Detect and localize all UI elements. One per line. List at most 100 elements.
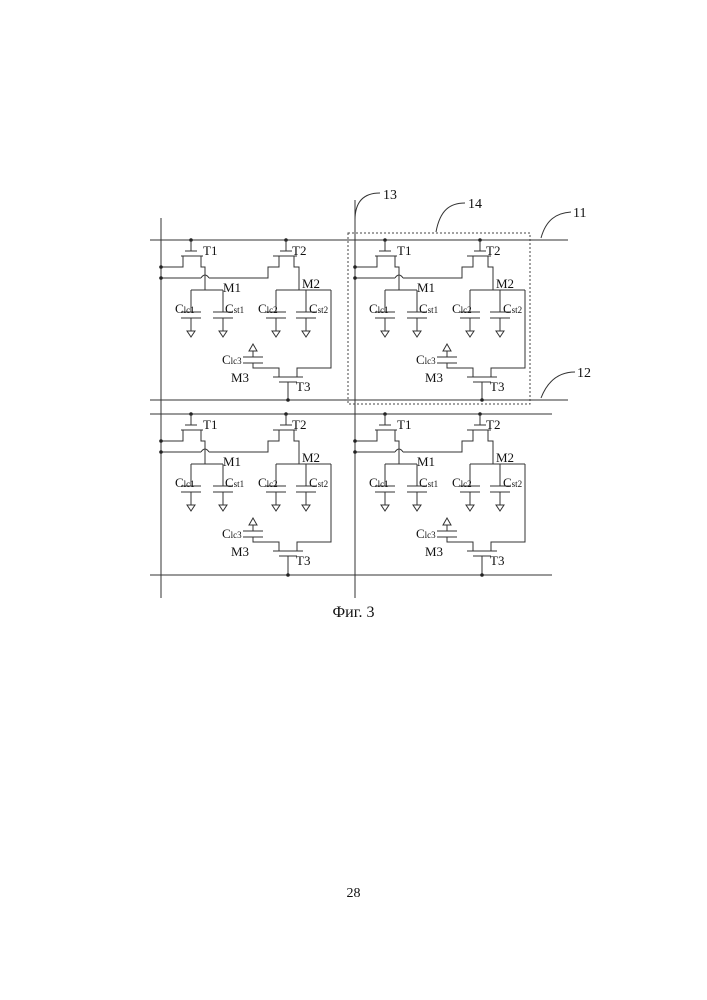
- m2-label: M2: [496, 450, 514, 465]
- t2-label: T2: [486, 417, 500, 432]
- ground-icon: [381, 331, 389, 337]
- leader-12: [541, 372, 575, 398]
- wire: [488, 430, 493, 464]
- leader-13: [355, 193, 380, 220]
- ground-icon: [381, 505, 389, 511]
- ground-icon: [443, 518, 451, 525]
- ground-icon: [272, 331, 280, 337]
- wire: [355, 256, 377, 267]
- wire: [294, 430, 299, 464]
- m2-label: M2: [302, 276, 320, 291]
- cst1-label: Cst1: [225, 301, 244, 316]
- t3-label: T3: [490, 379, 504, 394]
- pixel-cell: T1T2M1Clc1Cst1M2Clc2Cst2Clc3M3T3: [353, 412, 525, 577]
- clc2-label: Clc2: [452, 301, 472, 316]
- ground-icon: [187, 331, 195, 337]
- leader-11: [541, 212, 571, 238]
- ref-label-13: 13: [383, 188, 397, 203]
- cst1-label: Cst1: [225, 475, 244, 490]
- clc3-label: Clc3: [416, 352, 436, 367]
- m1-label: M1: [417, 280, 435, 295]
- clc3-label: Clc3: [222, 526, 242, 541]
- junction-dot: [159, 276, 163, 280]
- pixel-cell: T1T2M1Clc1Cst1M2Clc2Cst2Clc3M3T3: [353, 238, 525, 402]
- figure-caption: Фиг. 3: [0, 604, 707, 622]
- cst2-label: Cst2: [309, 301, 328, 316]
- m3-label: M3: [231, 544, 249, 559]
- clc2-label: Clc2: [258, 301, 278, 316]
- t3-label: T3: [490, 553, 504, 568]
- wire: [253, 363, 279, 377]
- leader-14: [436, 203, 465, 232]
- wire: [209, 430, 279, 452]
- clc2-label: Clc2: [258, 475, 278, 490]
- wire: [447, 363, 473, 377]
- wire: [355, 430, 377, 441]
- wire: [209, 256, 279, 278]
- clc1-label: Clc1: [175, 301, 195, 316]
- wire: [201, 430, 205, 451]
- junction-dot: [353, 265, 357, 269]
- wire: [395, 256, 399, 277]
- clc1-label: Clc1: [369, 475, 389, 490]
- grid-lines: [150, 200, 568, 598]
- m3-label: M3: [425, 370, 443, 385]
- wire: [403, 430, 473, 452]
- page-number: 28: [0, 886, 707, 902]
- ref-label-11: 11: [573, 206, 586, 221]
- pixel-cell: T1T2M1Clc1Cst1M2Clc2Cst2Clc3M3T3: [159, 238, 331, 402]
- ground-icon: [249, 518, 257, 525]
- ground-icon: [219, 331, 227, 337]
- wire: [253, 537, 279, 551]
- t3-label: T3: [296, 379, 310, 394]
- t2-label: T2: [292, 243, 306, 258]
- wire: [447, 537, 473, 551]
- ground-icon: [219, 505, 227, 511]
- junction-dot: [480, 573, 484, 577]
- wire: [403, 256, 473, 278]
- cst1-label: Cst1: [419, 301, 438, 316]
- junction-dot: [286, 573, 290, 577]
- t1-label: T1: [397, 417, 411, 432]
- wire: [201, 256, 205, 277]
- ground-icon: [272, 505, 280, 511]
- t1-label: T1: [397, 243, 411, 258]
- clc1-label: Clc1: [175, 475, 195, 490]
- ground-icon: [249, 344, 257, 351]
- m1-label: M1: [223, 454, 241, 469]
- junction-dot: [159, 439, 163, 443]
- wire: [161, 256, 183, 267]
- cst1-label: Cst1: [419, 475, 438, 490]
- clc1-label: Clc1: [369, 301, 389, 316]
- ground-icon: [413, 505, 421, 511]
- m3-label: M3: [231, 370, 249, 385]
- junction-dot: [353, 450, 357, 454]
- ground-icon: [302, 505, 310, 511]
- t3-label: T3: [296, 553, 310, 568]
- cst2-label: Cst2: [503, 475, 522, 490]
- m1-label: M1: [417, 454, 435, 469]
- t2-label: T2: [292, 417, 306, 432]
- ground-icon: [496, 331, 504, 337]
- t1-label: T1: [203, 417, 217, 432]
- ground-icon: [413, 331, 421, 337]
- reference-annotations: 13141112: [355, 188, 591, 398]
- junction-dot: [353, 276, 357, 280]
- wire: [488, 256, 493, 290]
- junction-dot: [159, 265, 163, 269]
- junction-dot: [286, 398, 290, 402]
- junction-dot: [480, 398, 484, 402]
- wire: [294, 256, 299, 290]
- m2-label: M2: [302, 450, 320, 465]
- ground-icon: [496, 505, 504, 511]
- t2-label: T2: [486, 243, 500, 258]
- junction-dot: [353, 439, 357, 443]
- cst2-label: Cst2: [503, 301, 522, 316]
- ground-icon: [466, 331, 474, 337]
- ground-icon: [443, 344, 451, 351]
- wire: [161, 430, 183, 441]
- m1-label: M1: [223, 280, 241, 295]
- junction-dot: [159, 450, 163, 454]
- clc3-label: Clc3: [222, 352, 242, 367]
- pixel-cell: T1T2M1Clc1Cst1M2Clc2Cst2Clc3M3T3: [159, 412, 331, 577]
